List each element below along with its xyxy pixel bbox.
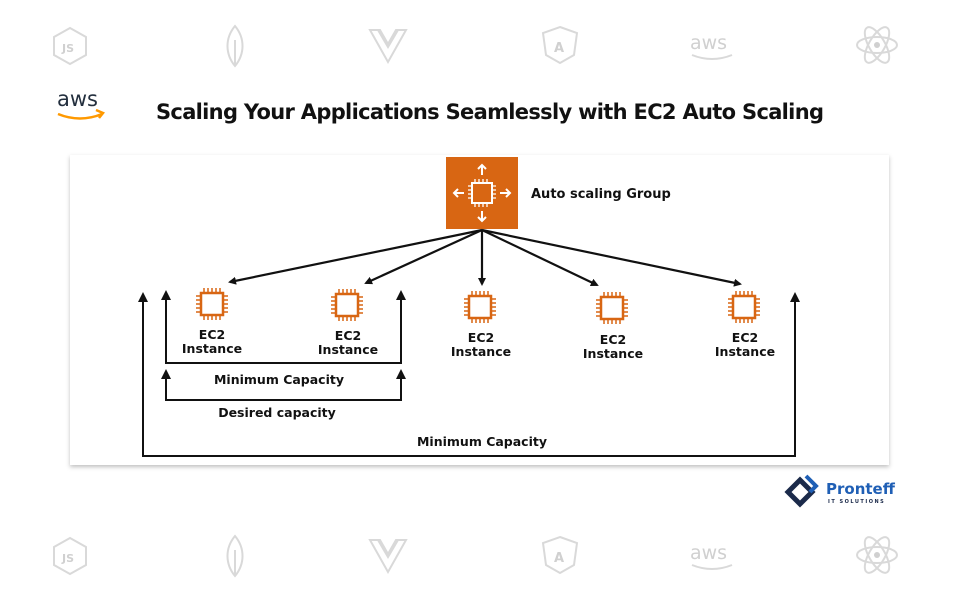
svg-text:Instance: Instance xyxy=(715,344,775,359)
svg-text:Instance: Instance xyxy=(318,342,378,357)
page-title: Scaling Your Applications Seamlessly wit… xyxy=(156,100,824,124)
svg-text:EC2: EC2 xyxy=(468,330,494,345)
bracket-arrowheads xyxy=(138,290,800,379)
background-icons-bottom xyxy=(53,532,898,578)
svg-text:EC2: EC2 xyxy=(600,332,626,347)
auto-scaling-group-icon xyxy=(446,157,518,229)
capacity-brackets xyxy=(142,296,796,457)
svg-text:aws: aws xyxy=(57,87,98,111)
outer-minimum-capacity-label: Minimum Capacity xyxy=(417,434,547,449)
desired-capacity-label: Desired capacity xyxy=(218,405,336,420)
svg-text:Pronteff: Pronteff xyxy=(826,480,896,498)
svg-text:EC2: EC2 xyxy=(199,327,225,342)
ec2-instance: EC2 Instance xyxy=(182,286,242,356)
svg-text:Instance: Instance xyxy=(583,346,643,361)
minimum-capacity-label: Minimum Capacity xyxy=(214,372,344,387)
svg-text:EC2: EC2 xyxy=(335,328,361,343)
svg-text:Instance: Instance xyxy=(451,344,511,359)
scaling-arrows xyxy=(228,228,742,287)
group-label: Auto scaling Group xyxy=(531,187,671,202)
svg-text:Instance: Instance xyxy=(182,341,242,356)
background-icons-top xyxy=(53,22,898,68)
svg-text:EC2: EC2 xyxy=(732,330,758,345)
svg-text:IT SOLUTIONS: IT SOLUTIONS xyxy=(828,499,885,505)
ec2-instance: EC2 Instance xyxy=(715,289,775,359)
pronteff-logo: Pronteff IT SOLUTIONS xyxy=(784,474,896,508)
aws-logo: aws xyxy=(57,87,106,120)
ec2-instance: EC2 Instance xyxy=(451,289,511,359)
ec2-instance: EC2 Instance xyxy=(318,287,378,357)
ec2-instance: EC2 Instance xyxy=(583,290,643,361)
